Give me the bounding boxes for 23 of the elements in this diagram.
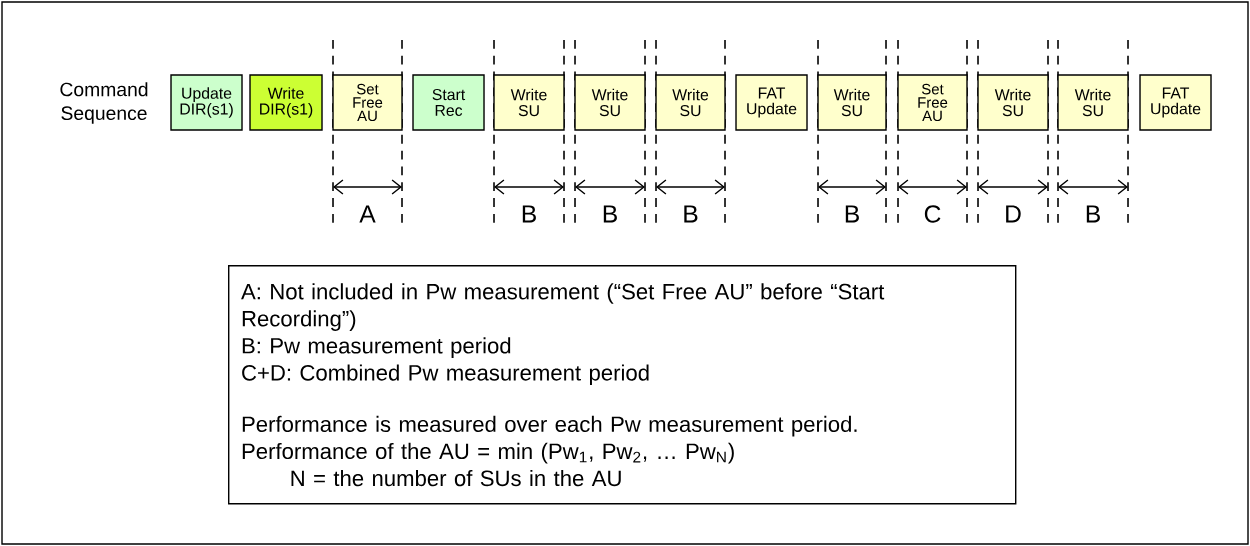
command-box: Write SU	[977, 74, 1049, 131]
legend-box: A: Not included in Pw measurement (“Set Free AU” before “Start Recording”) B: Pw measurement period C+D: Combined Pw measurement period Performance is measured over each Pw measurement period. Performance of the AU = min (Pw$_{1}$, Pw$_{2}$, … Pw$_{N}$) N = the number of SUs in the AU	[228, 265, 1017, 505]
command-box: Write SU	[574, 74, 646, 131]
command-box: Set Free AU	[332, 74, 403, 131]
command-box: FAT Update	[735, 74, 808, 131]
command-box: FAT Update	[1139, 74, 1212, 131]
command-box: Start Rec	[412, 74, 485, 131]
period-letter: B	[522, 205, 536, 223]
command-box: Write SU	[655, 74, 726, 131]
period-letter: A	[359, 205, 376, 223]
period-letter: B	[845, 205, 859, 223]
command-box: Write SU	[493, 74, 565, 131]
command-box: Write SU	[817, 74, 887, 131]
period-letter: D	[1006, 205, 1021, 223]
command-box: Write SU	[1057, 74, 1129, 131]
row-label: Command Sequence	[60, 82, 148, 124]
period-letter: B	[603, 205, 617, 223]
command-box: Write DIR(s1)	[249, 74, 323, 131]
period-letter: B	[1086, 205, 1100, 223]
command-box: Update DIR(s1)	[170, 74, 243, 131]
period-letter: B	[684, 205, 698, 223]
period-letter: C	[924, 205, 941, 223]
command-box: Set Free AU	[897, 74, 968, 131]
